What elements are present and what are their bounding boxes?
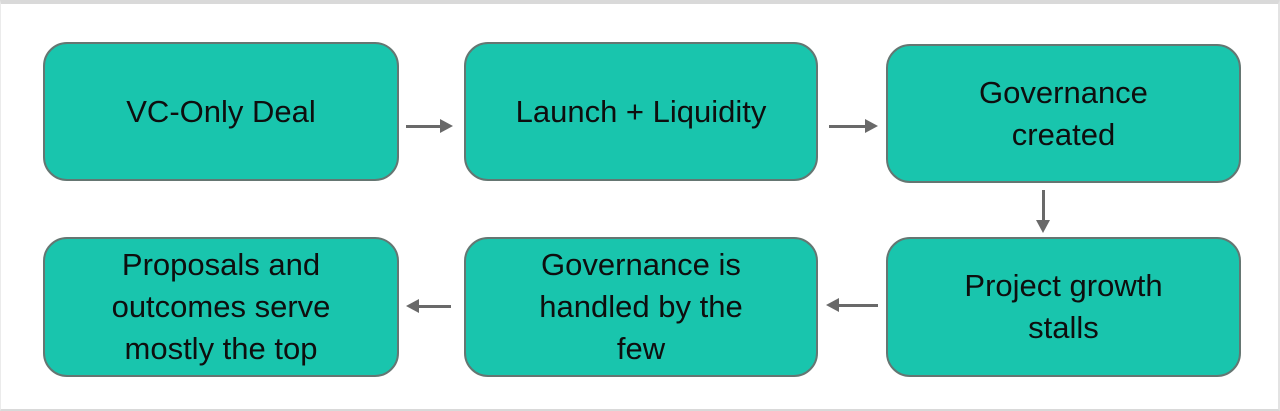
arrow-shaft bbox=[406, 124, 440, 128]
node-governance-by-few: Governance is handled by the few bbox=[464, 237, 818, 377]
arrowhead-left-icon bbox=[826, 298, 839, 312]
node-label: Governance is handled by the few bbox=[539, 247, 743, 366]
arrow-shaft bbox=[1041, 190, 1045, 220]
node-proposals-serve-top: Proposals and outcomes serve mostly the … bbox=[43, 237, 399, 377]
arrow-few-to-proposals-icon bbox=[406, 299, 451, 313]
node-label: VC-Only Deal bbox=[126, 93, 316, 129]
arrow-vc-deal-to-launch-icon bbox=[406, 119, 453, 133]
node-label: Launch + Liquidity bbox=[515, 93, 767, 129]
arrowhead-down-icon bbox=[1036, 220, 1050, 233]
node-project-growth-stalls: Project growth stalls bbox=[886, 237, 1241, 377]
arrow-governance-to-stalls-icon bbox=[1036, 190, 1050, 233]
node-label: Proposals and outcomes serve mostly the … bbox=[111, 247, 331, 366]
arrow-shaft bbox=[839, 303, 878, 307]
arrowhead-right-icon bbox=[440, 119, 453, 133]
node-launch-liquidity: Launch + Liquidity bbox=[464, 42, 818, 181]
node-vc-only-deal: VC-Only Deal bbox=[43, 42, 399, 181]
arrowhead-left-icon bbox=[406, 299, 419, 313]
arrow-shaft bbox=[829, 124, 865, 128]
node-label: Governance created bbox=[979, 74, 1148, 152]
node-governance-created: Governance created bbox=[886, 44, 1241, 183]
arrow-shaft bbox=[419, 304, 451, 308]
arrowhead-right-icon bbox=[865, 119, 878, 133]
arrow-stalls-to-few-icon bbox=[826, 298, 878, 312]
arrow-launch-to-governance-icon bbox=[829, 119, 878, 133]
node-label: Project growth stalls bbox=[964, 268, 1163, 345]
